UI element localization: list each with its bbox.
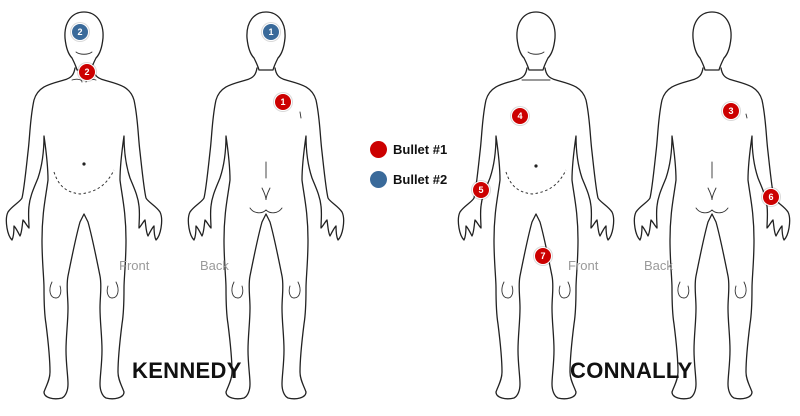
wound-marker: 7 (534, 247, 552, 265)
wound-marker: 6 (762, 188, 780, 206)
connally-back-label: Back (644, 258, 673, 273)
wound-marker: 5 (472, 181, 490, 199)
wound-marker: 1 (274, 93, 292, 111)
wound-marker: 2 (78, 63, 96, 81)
legend-item-bullet-1: Bullet #1 (370, 134, 447, 164)
connally-name: CONNALLY (570, 358, 693, 383)
legend: Bullet #1 Bullet #2 (370, 134, 447, 194)
legend-label: Bullet #1 (393, 141, 448, 157)
legend-swatch (370, 170, 387, 188)
wound-marker: 1 (262, 23, 280, 41)
legend-item-bullet-2: Bullet #2 (370, 164, 447, 194)
kennedy-front-label: Front (119, 258, 150, 273)
wound-marker: 3 (722, 102, 740, 120)
wound-marker: 4 (511, 107, 529, 125)
kennedy-back-label: Back (200, 258, 229, 273)
wound-marker: 2 (71, 23, 89, 41)
legend-swatch (370, 140, 387, 158)
legend-label: Bullet #2 (393, 171, 448, 187)
connally-front-label: Front (568, 258, 599, 273)
kennedy-name: KENNEDY (132, 358, 242, 383)
